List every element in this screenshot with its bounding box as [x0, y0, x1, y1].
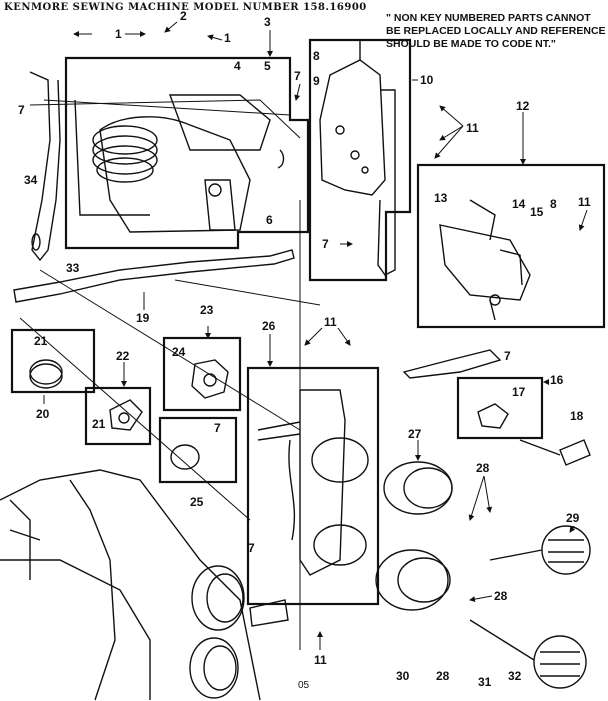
callout-8b: 8 [550, 197, 557, 211]
callout-18: 18 [570, 409, 584, 423]
callout-6: 6 [266, 213, 273, 227]
callout-8a: 8 [313, 49, 320, 63]
callout-2: 2 [180, 9, 187, 23]
callout-5: 5 [264, 59, 271, 73]
callout-30: 30 [396, 669, 410, 683]
callout-9: 9 [313, 74, 320, 88]
diagram-header: KENMORE SEWING MACHINE MODEL NUMBER 158.… [4, 2, 367, 13]
callout-13: 13 [434, 191, 448, 205]
parts-note-line-1: " NON KEY NUMBERED PARTS CANNOT [386, 12, 591, 24]
callout-27: 27 [408, 427, 422, 441]
callout-7e: 7 [248, 541, 255, 555]
parts-note-line-3: SHOULD BE MADE TO CODE NT." [386, 38, 556, 50]
callout-10: 10 [420, 73, 434, 87]
callout-7c: 7 [322, 237, 329, 251]
callout-11a: 11 [466, 121, 479, 135]
callout-22: 22 [116, 349, 130, 363]
parts-note: " NON KEY NUMBERED PARTS CANNOT BE REPLA… [386, 12, 606, 51]
callout-25: 25 [190, 495, 204, 509]
callout-15: 15 [530, 205, 544, 219]
callout-33: 33 [66, 261, 80, 275]
callout-34: 34 [24, 173, 38, 187]
callout-17: 17 [512, 385, 526, 399]
callout-28a: 28 [476, 461, 490, 475]
mechanism-drawings [0, 40, 591, 701]
callout-7a: 7 [294, 69, 301, 83]
page-number: 05 [298, 680, 310, 691]
parts-note-line-2: BE REPLACED LOCALLY AND REFERENCE [386, 25, 606, 37]
callout-14: 14 [512, 197, 526, 211]
callout-23: 23 [200, 303, 214, 317]
callout-7f: 7 [504, 349, 511, 363]
callout-4: 4 [234, 59, 241, 73]
callout-1b: 1 [224, 31, 231, 45]
callout-28b: 28 [494, 589, 508, 603]
callout-7b: 7 [18, 103, 25, 117]
callout-1a: 1 [115, 27, 122, 41]
callout-3: 3 [264, 15, 271, 29]
callout-29: 29 [566, 511, 580, 525]
callout-24: 24 [172, 345, 186, 359]
callout-11c: 11 [324, 315, 337, 329]
callout-32: 32 [508, 669, 522, 683]
callout-20: 20 [36, 407, 50, 421]
callout-16: 16 [550, 373, 564, 387]
callout-11d: 11 [314, 653, 327, 667]
leader-lines [19, 21, 588, 650]
callout-19: 19 [136, 311, 150, 325]
callout-21b: 21 [92, 417, 106, 431]
callout-labels: 1 2 3 1 4 5 7 8 9 10 11 7 6 34 33 19 12 … [18, 9, 591, 689]
callout-7d: 7 [214, 421, 221, 435]
callout-21a: 21 [34, 334, 48, 348]
callout-28c: 28 [436, 669, 450, 683]
callout-31: 31 [478, 675, 492, 689]
part-group-frames [10, 38, 606, 606]
callout-11b: 11 [578, 195, 591, 209]
callout-12: 12 [516, 99, 530, 113]
callout-26: 26 [262, 319, 276, 333]
